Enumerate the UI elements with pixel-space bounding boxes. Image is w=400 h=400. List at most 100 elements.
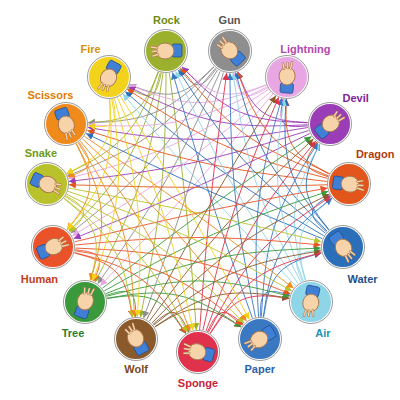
beats-arrow	[69, 131, 309, 182]
circle-rim	[45, 103, 88, 146]
gesture-label: Dragon	[356, 148, 395, 161]
circle-rim	[32, 225, 75, 268]
circle-rim	[64, 280, 107, 323]
beats-arrow	[72, 92, 270, 236]
hand-drawing	[300, 284, 322, 318]
gesture-icon	[327, 162, 371, 206]
hand-drawing	[327, 229, 358, 264]
beats-arrow	[200, 73, 227, 330]
gesture-icon	[265, 55, 309, 99]
beats-arrow	[68, 191, 292, 291]
circle-rim	[208, 30, 251, 73]
beats-arrow	[88, 128, 308, 140]
gesture-icon	[44, 102, 88, 146]
gesture-icon	[289, 280, 333, 324]
circle-rim	[308, 103, 351, 146]
hand-drawing	[243, 324, 278, 354]
gesture-label: Water	[347, 273, 377, 286]
gesture-circle: Sponge	[176, 330, 220, 374]
circle-ground	[45, 103, 87, 145]
gesture-circle: Water	[321, 225, 365, 269]
hand-drawing	[122, 322, 150, 357]
gesture-circle: Scissors	[44, 102, 88, 146]
circle-rim	[289, 280, 332, 323]
circle-rim	[328, 163, 371, 206]
hand-drawing	[151, 43, 182, 59]
gesture-icon	[308, 102, 352, 146]
hand-drawing	[312, 108, 346, 140]
beats-arrow	[178, 70, 325, 233]
gesture-circle: Rock	[144, 29, 188, 73]
circle-ground	[266, 56, 308, 98]
gesture-label: Scissors	[27, 89, 73, 102]
beats-arrow	[117, 97, 193, 330]
gesture-icon	[25, 162, 69, 206]
gesture-icon	[63, 280, 107, 324]
gesture-icon	[176, 330, 220, 374]
gesture-circle: Gun	[208, 29, 252, 73]
gesture-label: Wolf	[124, 363, 148, 376]
circle-rim	[25, 163, 68, 206]
circle-ground	[322, 226, 364, 268]
circle-ground	[328, 163, 370, 205]
beats-arrow	[65, 196, 188, 332]
beats-arrow	[208, 196, 331, 332]
gesture-icon	[114, 317, 158, 361]
gesture-label: Gun	[219, 14, 241, 27]
gesture-icon	[87, 55, 131, 99]
beats-arrow	[83, 139, 247, 321]
circle-ground	[64, 281, 106, 323]
gesture-icon	[321, 225, 365, 269]
beats-arrow	[256, 98, 281, 317]
hand-drawing	[332, 174, 365, 194]
beats-arrow	[68, 188, 321, 242]
circle-rim	[87, 56, 130, 99]
gesture-circle: Human	[31, 225, 75, 269]
beats-arrow	[203, 97, 279, 330]
circle-ground	[26, 163, 68, 205]
circle-rim	[321, 225, 364, 268]
gesture-icon	[208, 29, 252, 73]
gesture-label: Human	[21, 273, 58, 286]
gesture-label: Lightning	[280, 43, 330, 56]
beats-arrow	[100, 94, 273, 286]
circle-ground	[309, 103, 351, 145]
beats-arrow	[125, 92, 323, 236]
circle-rim	[177, 331, 220, 374]
gesture-label: Snake	[25, 147, 57, 160]
hand-drawing	[278, 61, 296, 93]
gesture-circle: Air	[289, 280, 333, 324]
gesture-label: Fire	[81, 43, 101, 56]
circle-ground	[290, 281, 332, 323]
beats-arrow	[93, 99, 119, 281]
beats-arrow	[66, 194, 244, 323]
gesture-label: Sponge	[178, 377, 218, 390]
beats-arrow	[147, 96, 276, 320]
gesture-circle: Wolf	[114, 317, 158, 361]
circle-rim	[238, 317, 281, 360]
gesture-circle: Fire	[87, 55, 131, 99]
gesture-label: Paper	[245, 363, 276, 376]
hand-drawing	[95, 59, 124, 94]
hand-drawing	[36, 234, 71, 261]
gesture-circle: Paper	[238, 317, 282, 361]
circle-rim	[266, 56, 309, 99]
gesture-circle: Snake	[25, 162, 69, 206]
beats-arrow	[120, 96, 249, 320]
gesture-icon	[31, 225, 75, 269]
circle-rim	[145, 30, 188, 73]
gesture-circle: Dragon	[327, 162, 371, 206]
gesture-circle: Devil	[308, 102, 352, 146]
circle-ground	[32, 226, 74, 268]
circle-rim	[115, 317, 158, 360]
beats-arrow	[230, 73, 256, 317]
beats-arrow	[76, 144, 101, 281]
hand-drawing	[54, 106, 79, 141]
hand-drawing	[72, 285, 98, 320]
hand-drawing	[181, 340, 215, 364]
gesture-label: Devil	[342, 92, 368, 105]
gesture-circle: Tree	[63, 280, 107, 324]
circle-ground	[88, 56, 130, 98]
beats-arrow	[140, 73, 166, 317]
